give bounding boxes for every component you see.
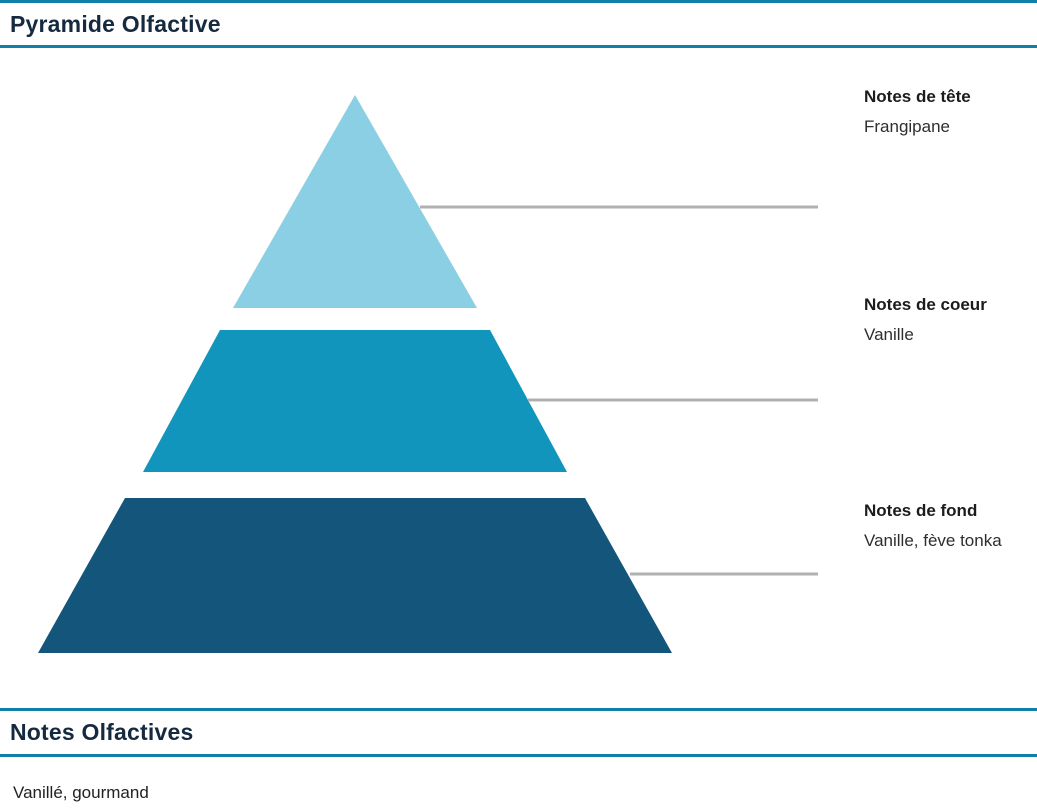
heart-notes-value: Vanille bbox=[864, 325, 914, 344]
heart-notes-label: Notes de coeur Vanille bbox=[864, 295, 1036, 345]
heart-notes-title: Notes de coeur bbox=[864, 295, 987, 314]
base-notes-label: Notes de fond Vanille, fève tonka bbox=[864, 501, 1036, 551]
pyramid-middle-level-shape bbox=[143, 330, 567, 472]
pyramid-top-level-shape bbox=[233, 95, 477, 308]
base-notes-title: Notes de fond bbox=[864, 501, 978, 520]
notes-section-title: Notes Olfactives bbox=[10, 719, 194, 745]
notes-section-topline bbox=[0, 708, 1037, 711]
pyramid-bottom-level-shape bbox=[38, 498, 672, 653]
pyramid-section-title: Pyramide Olfactive bbox=[10, 11, 221, 37]
pyramid-title-underline bbox=[0, 45, 1037, 48]
top-rule bbox=[0, 0, 1037, 3]
notes-title-underline bbox=[0, 754, 1037, 757]
olfactory-notes-description: Vanillé, gourmand bbox=[13, 783, 149, 802]
top-notes-label: Notes de tête Frangipane bbox=[864, 87, 1036, 137]
top-notes-title: Notes de tête bbox=[864, 87, 971, 106]
base-notes-value: Vanille, fève tonka bbox=[864, 531, 1002, 550]
top-notes-value: Frangipane bbox=[864, 117, 951, 136]
